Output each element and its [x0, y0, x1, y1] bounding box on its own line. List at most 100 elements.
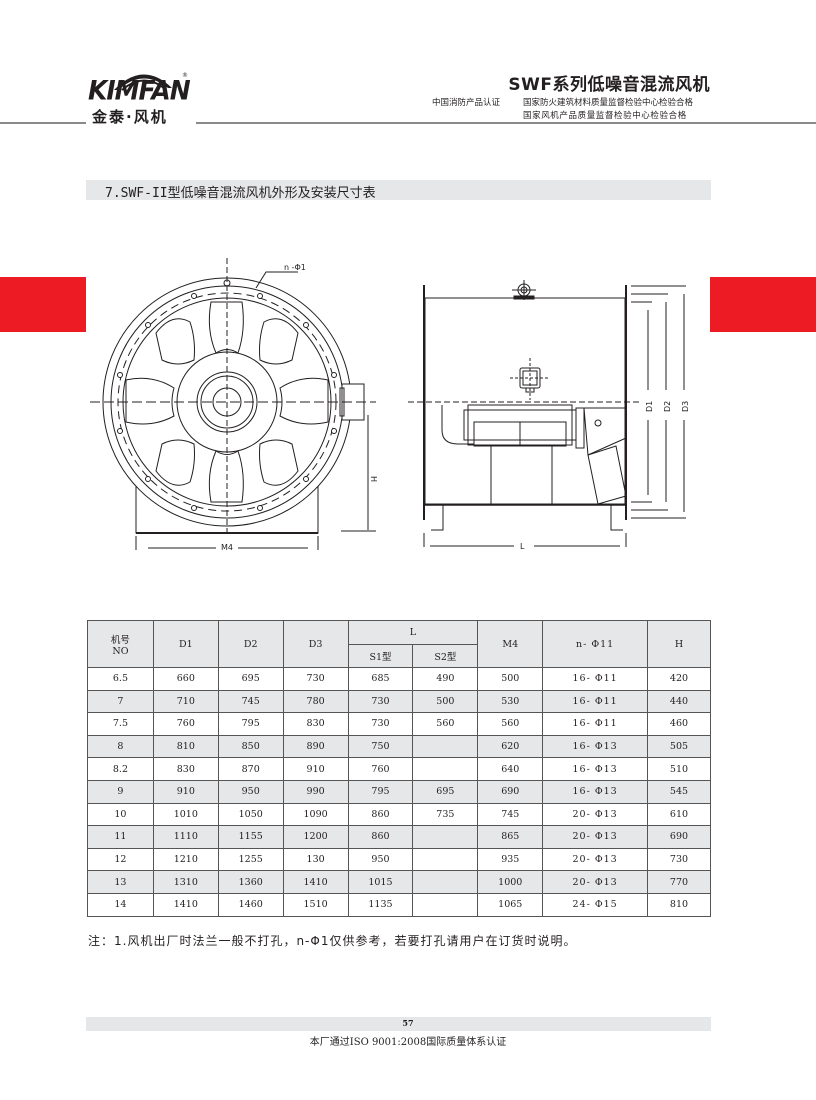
cell-bolt: 20- Φ13 — [542, 870, 648, 894]
page-number: 57 — [402, 1018, 414, 1028]
cell-d3: 1410 — [282, 870, 349, 894]
dimension-table: 机号 NO D1 D2 D3 L M4 n- Φ11 H S1型 S2型 6.5… — [87, 620, 711, 917]
cell-d2: 870 — [217, 757, 284, 781]
cert-fire-material: 国家防火建筑材料质量监督检验中心检验合格 — [523, 98, 694, 108]
cell-m4: 620 — [477, 734, 544, 759]
col-header-no-en: NO — [112, 645, 129, 657]
cell-m4: 530 — [477, 689, 544, 714]
dim-label-h: H — [369, 476, 378, 482]
cell-d1: 910 — [152, 779, 219, 804]
cell-s1: 860 — [347, 802, 414, 827]
cell-d2: 1050 — [217, 802, 284, 827]
cell-no: 13 — [87, 870, 154, 894]
col-header-s2: S2型 — [412, 644, 479, 668]
cell-d1: 710 — [152, 689, 219, 714]
cell-h: 510 — [647, 757, 711, 781]
cell-m4: 690 — [477, 779, 544, 804]
cell-h: 730 — [647, 847, 711, 872]
col-header-h: H — [647, 620, 711, 668]
cell-s2: 500 — [412, 689, 479, 714]
cell-m4: 640 — [477, 757, 544, 781]
cell-no: 10 — [87, 802, 154, 827]
cell-m4: 560 — [477, 712, 544, 736]
cell-s1: 1135 — [347, 892, 414, 917]
cell-h: 420 — [647, 667, 711, 691]
cert-fire-product: 中国消防产品认证 — [432, 98, 501, 108]
page-title: SWF系列低噪音混流风机 — [508, 75, 710, 95]
cell-no: 9 — [87, 779, 154, 804]
cell-s2 — [412, 734, 479, 759]
cell-m4: 935 — [477, 847, 544, 872]
cell-s1: 730 — [347, 689, 414, 714]
cell-d1: 1010 — [152, 802, 219, 827]
cell-d1: 1110 — [152, 825, 219, 849]
dim-label-l: L — [520, 542, 525, 551]
cell-m4: 745 — [477, 802, 544, 827]
callout-bolt-holes: n -Φ1 — [284, 263, 306, 272]
cell-m4: 500 — [477, 667, 544, 691]
col-header-d3: D3 — [282, 620, 349, 668]
col-header-no-cn: 机号 — [110, 634, 130, 646]
cell-bolt: 16- Φ13 — [542, 757, 648, 781]
cell-no: 7.5 — [87, 712, 154, 736]
cell-d2: 1460 — [217, 892, 284, 917]
cell-d1: 1410 — [152, 892, 219, 917]
col-header-d2: D2 — [217, 620, 284, 668]
front-view — [90, 258, 376, 550]
dim-label-m4: M4 — [221, 543, 233, 552]
cell-d3: 830 — [282, 712, 349, 736]
cell-bolt: 16- Φ11 — [542, 712, 648, 736]
cell-d1: 1210 — [152, 847, 219, 872]
cell-d2: 1255 — [217, 847, 284, 872]
cell-s1: 950 — [347, 847, 414, 872]
col-header-s1: S1型 — [347, 644, 414, 668]
footer-certification: 本厂通过ISO 9001:2008国际质量体系认证 — [309, 1037, 507, 1048]
cell-d2: 695 — [217, 667, 284, 691]
footnote: 注：1.风机出厂时法兰一般不打孔，n-Φ1仅供参考，若要打孔请用户在订货时说明。 — [88, 934, 577, 948]
cell-s2 — [412, 870, 479, 894]
cell-d2: 745 — [217, 689, 284, 714]
cell-d2: 1155 — [217, 825, 284, 849]
cell-bolt: 16- Φ11 — [542, 667, 648, 691]
cell-bolt: 20- Φ13 — [542, 802, 648, 827]
cell-d2: 850 — [217, 734, 284, 759]
cell-d3: 1090 — [282, 802, 349, 827]
cell-s1: 685 — [347, 667, 414, 691]
cell-no: 8 — [87, 734, 154, 759]
cell-h: 440 — [647, 689, 711, 714]
cell-h: 810 — [647, 892, 711, 917]
cell-d1: 810 — [152, 734, 219, 759]
cell-s2: 490 — [412, 667, 479, 691]
logo-swoosh-icon — [114, 74, 172, 91]
cell-s2 — [412, 757, 479, 781]
cell-d3: 130 — [282, 847, 349, 872]
cell-bolt: 16- Φ11 — [542, 689, 648, 714]
cell-s1: 750 — [347, 734, 414, 759]
section-title: 7.SWF-II型低噪音混流风机外形及安装尺寸表 — [105, 186, 376, 201]
cell-s1: 730 — [347, 712, 414, 736]
cell-h: 770 — [647, 870, 711, 894]
logo-chinese-name: 金泰·风机 — [92, 108, 168, 126]
logo-text: KIMFAN — [88, 75, 191, 106]
col-header-no: 机号 NO — [87, 620, 154, 668]
cell-d1: 1310 — [152, 870, 219, 894]
dim-label-d2: D2 — [663, 401, 672, 412]
cell-bolt: 16- Φ13 — [542, 779, 648, 804]
cell-h: 505 — [647, 734, 711, 759]
cell-s1: 760 — [347, 757, 414, 781]
cell-s2: 560 — [412, 712, 479, 736]
cell-s2: 735 — [412, 802, 479, 827]
cell-h: 690 — [647, 825, 711, 849]
cell-d3: 1200 — [282, 825, 349, 849]
col-header-bolt: n- Φ11 — [542, 620, 648, 668]
cell-d1: 760 — [152, 712, 219, 736]
cell-d3: 990 — [282, 779, 349, 804]
cert-fan-quality: 国家风机产品质量监督检验中心检验合格 — [523, 111, 687, 121]
cell-h: 545 — [647, 779, 711, 804]
